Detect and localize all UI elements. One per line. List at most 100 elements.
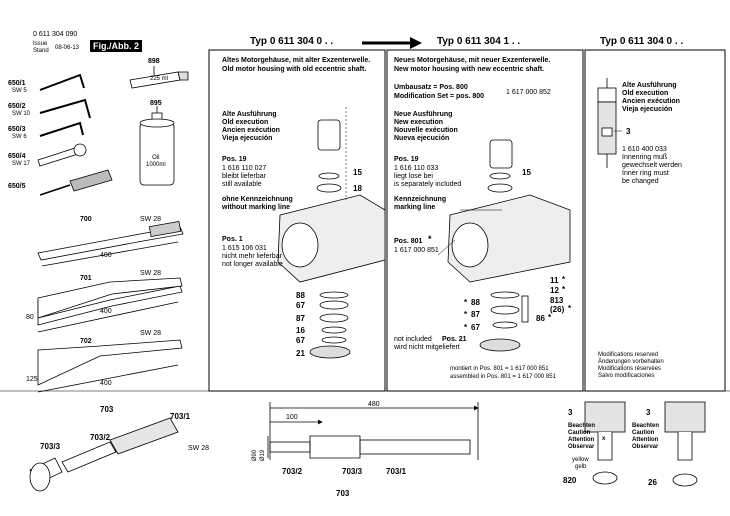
left-marking-de: ohne Kennzeichnung xyxy=(222,196,293,203)
tool-703-left xyxy=(29,417,179,492)
caution-right-fr: Attention xyxy=(632,437,659,443)
screwdriver-650-5 xyxy=(39,169,113,196)
mid-703-1: 703/1 xyxy=(386,467,407,476)
caution-right-3: 3 xyxy=(646,408,651,417)
dim-d19: Ø19 xyxy=(260,449,267,462)
mid-pos801-star: * xyxy=(428,234,432,244)
mid-label-15: 15 xyxy=(522,168,531,177)
mid-modset-number: 1 617 000 852 xyxy=(506,89,551,96)
figure-tag: Fig./Abb. 2 xyxy=(90,40,142,52)
header-right: Typ 0 611 304 0 . . xyxy=(600,36,684,47)
left-label-16: 16 xyxy=(296,326,305,335)
left-pos19-note1: bleibt lieferbar xyxy=(222,173,266,180)
color-yellow: yellow xyxy=(572,457,589,463)
mid-label-26: (26) xyxy=(550,305,565,314)
middle-exploded xyxy=(447,139,571,352)
header-middle: Typ 0 611 304 1 . . xyxy=(437,36,521,47)
left-label-67a: 67 xyxy=(296,301,305,310)
caution-left-fr: Attention xyxy=(568,437,595,443)
caution-left-en: Caution xyxy=(568,430,591,436)
chisel-701 xyxy=(37,277,183,333)
right-exec-es: Vieja ejecución xyxy=(622,106,673,113)
chisel-702 xyxy=(37,339,183,393)
left-desc-de: Altes Motorgehäuse, mit alter Exzenterwe… xyxy=(222,57,371,64)
mid-not-supplied: wird nicht mitgeliefert xyxy=(394,344,460,351)
left-pos1-note2: not longer available xyxy=(222,261,283,268)
caution-left-es: Observar xyxy=(568,444,595,450)
left-pos19-title: Pos. 19 xyxy=(222,156,247,163)
mods-4: Salvo modificaciones xyxy=(598,373,655,379)
mid-note-de: montiert in Pos. 801 = 1 617 000 851 xyxy=(450,366,549,372)
doc-number: 0 611 304 090 xyxy=(33,31,78,38)
left-label-18: 18 xyxy=(353,184,362,193)
bottom-703: 703 xyxy=(100,405,114,414)
mid-label-813: 813 xyxy=(550,296,564,305)
length-701: 400 xyxy=(100,308,112,315)
left-exec-en: Old execution xyxy=(222,119,269,126)
caution-820: 820 xyxy=(563,476,577,485)
bottom-sw28: SW 28 xyxy=(188,445,210,452)
mid-pos19-note2: is separately included xyxy=(394,181,462,188)
mid-modset: Modification Set = pos. 800 xyxy=(394,93,485,100)
left-pos19-note2: still available xyxy=(222,181,262,188)
bottom-703-1: 703/1 xyxy=(170,412,191,421)
header-arrow-head xyxy=(410,37,422,49)
sw-700: SW 28 xyxy=(140,216,162,223)
left-pos1-number: 1 615 106 031 xyxy=(222,245,267,252)
caution-left-de: Beachten xyxy=(568,423,596,429)
label-650-1: 650/1 xyxy=(8,80,26,87)
right-note-1: Innenring muß xyxy=(622,154,668,161)
mid-pos19-note1: liegt lose bei xyxy=(394,173,433,180)
mid-star-88: * xyxy=(464,298,468,307)
mid-marking-de: Kennzeichnung xyxy=(394,196,447,203)
mid-label-67: 67 xyxy=(471,323,480,332)
mid-star-26: * xyxy=(568,304,572,313)
caution-x-mark: x xyxy=(602,436,606,442)
mid-star-67: * xyxy=(464,323,468,332)
mid-exec-de: Neue Ausführung xyxy=(394,111,453,118)
mid-desc-de: Neues Motorgehäuse, mit neuer Exzenterwe… xyxy=(394,57,551,64)
mid-label-11: 11 xyxy=(550,276,559,285)
mods-2: Änderungen vorbehalten xyxy=(598,359,664,365)
caution-26: 26 xyxy=(648,478,657,487)
mid-not-included: not included xyxy=(394,336,432,343)
mid-703-3: 703/3 xyxy=(342,467,363,476)
label-650-5: 650/5 xyxy=(8,183,26,190)
right-note-3: Inner ring must xyxy=(622,170,669,177)
caution-right-es: Observar xyxy=(632,444,659,450)
mid-pos21: Pos. 21 xyxy=(442,336,467,343)
mid-marking-en: marking line xyxy=(394,204,436,211)
left-label-87: 87 xyxy=(296,314,305,323)
right-exec-en: Old execution xyxy=(622,90,669,97)
sw-650-2: SW 10 xyxy=(12,111,31,117)
mid-pos801-title: Pos. 801 xyxy=(394,238,423,245)
sw-702: SW 28 xyxy=(140,330,162,337)
hex-keys xyxy=(39,73,91,137)
length-702: 400 xyxy=(100,380,112,387)
dim-480: 480 xyxy=(368,401,380,408)
right-note-4: be changed xyxy=(622,178,659,185)
dim-d90: Ø90 xyxy=(252,449,259,462)
mods-3: Modifications réservées xyxy=(598,366,662,372)
mid-label-87: 87 xyxy=(471,310,480,319)
grease-tube-898 xyxy=(129,66,189,89)
mid-star-11: * xyxy=(562,275,566,284)
mid-pos801-number: 1 617 000 851 xyxy=(394,247,439,254)
mid-star-12: * xyxy=(562,285,566,294)
sw-701: SW 28 xyxy=(140,270,162,277)
tool-703-drawing xyxy=(267,402,479,460)
dim-100: 100 xyxy=(286,414,298,421)
issue-date: 08-06-13 xyxy=(55,45,80,51)
mid-star-87: * xyxy=(464,310,468,319)
oil-bottle-895 xyxy=(139,106,175,186)
bottom-703-2: 703/2 xyxy=(90,433,111,442)
label-650-4: 650/4 xyxy=(8,153,26,160)
stand-label: Stand xyxy=(33,48,49,54)
mid-label-12: 12 xyxy=(550,286,559,295)
mid-desc-en: New motor housing with new eccentric sha… xyxy=(394,66,545,73)
issue-label: Issue xyxy=(33,41,48,47)
left-pos1-title: Pos. 1 xyxy=(222,236,243,243)
label-700: 700 xyxy=(80,216,92,223)
